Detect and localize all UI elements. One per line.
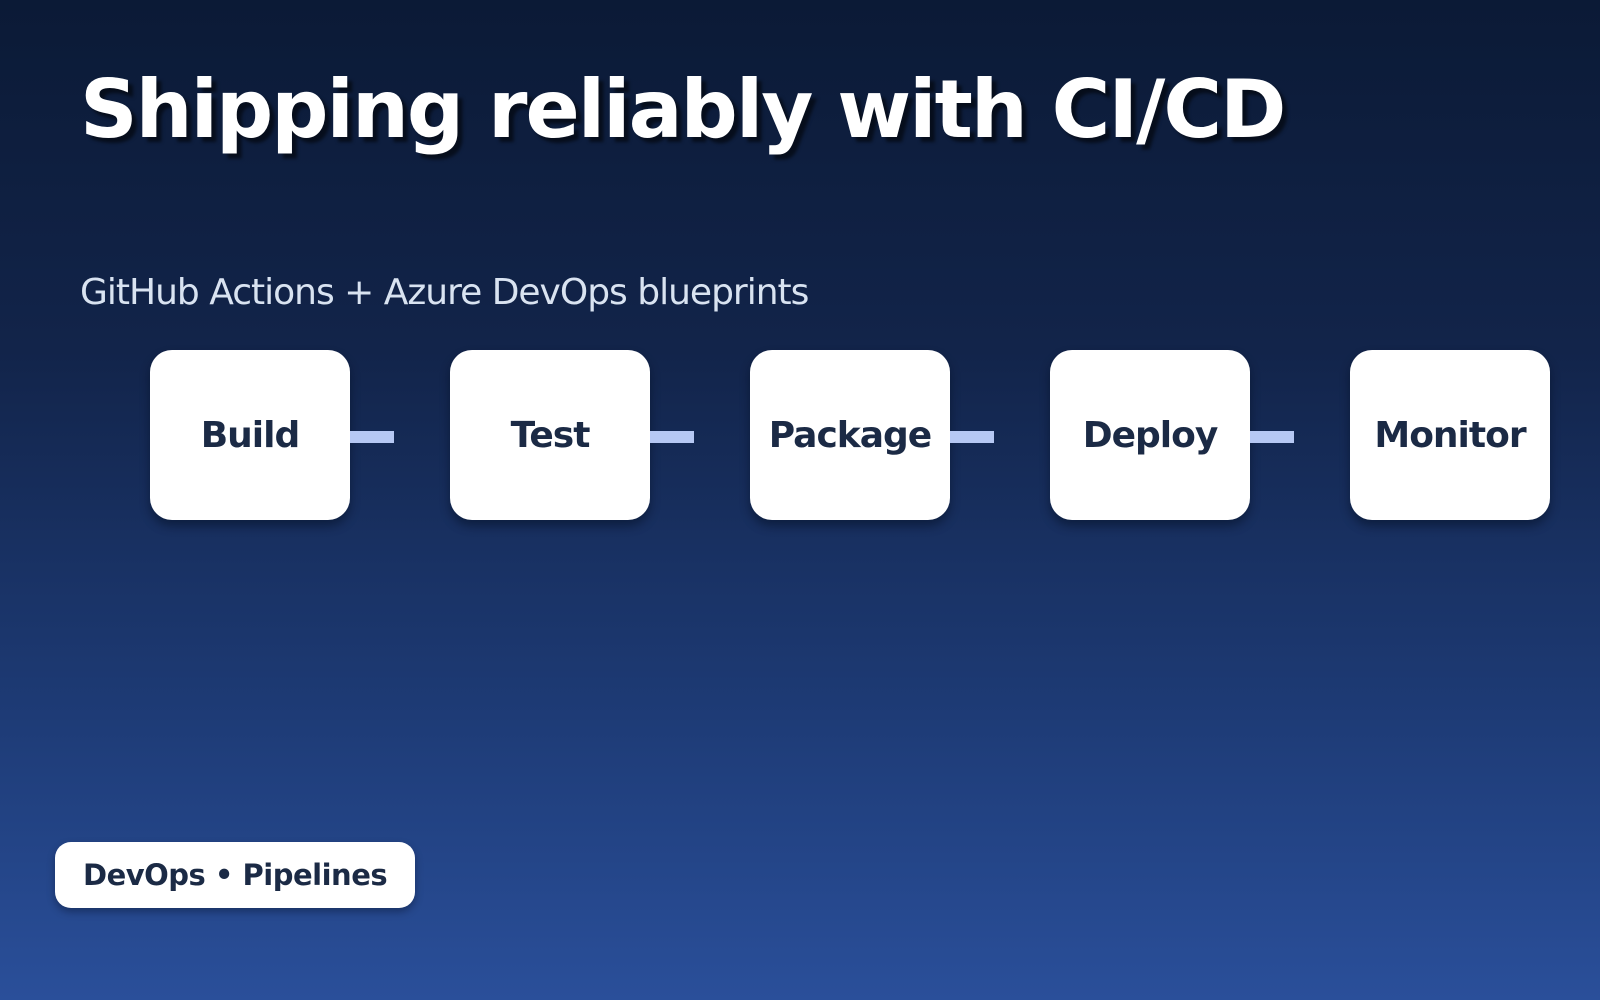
connector-dash <box>350 431 394 443</box>
stage-label: Test <box>510 414 591 456</box>
pipeline-stage-test: Test <box>450 350 650 520</box>
slide-title: Shipping reliably with CI/CD <box>80 63 1286 156</box>
topic-badge-label: DevOps • Pipelines <box>83 858 388 892</box>
connector-dash <box>950 431 994 443</box>
stage-label: Deploy <box>1082 414 1219 456</box>
pipeline-stage-monitor: Monitor <box>1350 350 1550 520</box>
stage-label: Package <box>768 414 932 456</box>
stage-label: Build <box>200 414 301 456</box>
pipeline-stage-build: Build <box>150 350 350 520</box>
slide-subtitle: GitHub Actions + Azure DevOps blueprints <box>80 272 809 313</box>
topic-badge: DevOps • Pipelines <box>55 842 416 908</box>
pipeline-stage-deploy: Deploy <box>1050 350 1250 520</box>
connector-dash <box>1250 431 1294 443</box>
pipeline-stage-package: Package <box>750 350 950 520</box>
connector-dash <box>650 431 694 443</box>
stage-label: Monitor <box>1374 414 1526 456</box>
pipeline-diagram: Build Test Package Deploy Monitor <box>0 350 1600 520</box>
